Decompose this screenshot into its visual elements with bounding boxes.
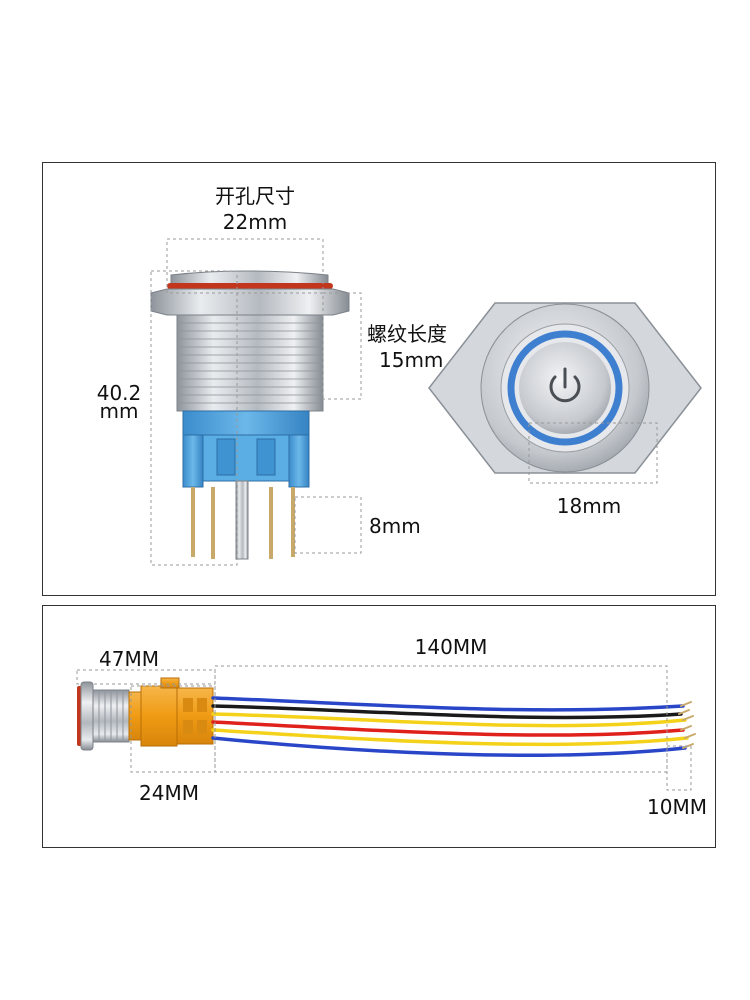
top-panel-drawing: 开孔尺寸 22mm 螺纹长度 15mm 40.2 mm 8mm 18mm <box>97 184 702 566</box>
wire-yellow <box>211 712 687 728</box>
hole-size-value: 22mm <box>223 210 287 234</box>
wire-black <box>211 704 683 720</box>
terminal-pins <box>191 480 295 560</box>
orange-connector <box>128 677 214 747</box>
switch-side-view <box>150 270 350 560</box>
wire-blue-2 <box>211 736 687 757</box>
total-length-unit: mm <box>100 399 139 423</box>
stripped-wire-ends <box>678 701 696 749</box>
strip-length-dim-box <box>666 745 692 791</box>
connector-length-value: 24MM <box>139 781 199 805</box>
wire-red <box>211 720 685 737</box>
switch-front-view <box>428 302 702 474</box>
o-ring <box>167 283 333 289</box>
pin-length-value: 8mm <box>369 514 421 538</box>
hex-nut <box>150 288 350 316</box>
bottom-panel-drawing: 47MM 140MM 24MM 10MM <box>76 635 707 819</box>
connector-length-dim-box <box>130 685 216 773</box>
hole-size-dim-box <box>166 238 324 294</box>
thread-length-value: 15mm <box>379 348 443 372</box>
strip-length-value: 10MM <box>647 795 707 819</box>
cable-length-value: 140MM <box>415 635 488 659</box>
wire-yellow-2 <box>211 728 689 747</box>
top-dimension-panel: 开孔尺寸 22mm 螺纹长度 15mm 40.2 mm 8mm 18mm <box>42 162 716 596</box>
total-length-dim-box <box>150 270 238 566</box>
body-length-dim-box <box>76 669 216 685</box>
thread-length-dim-box <box>322 292 362 400</box>
led-ring <box>507 330 623 446</box>
body-length-value: 47MM <box>99 647 159 671</box>
cable-wires <box>211 696 689 757</box>
switch-with-cable <box>77 677 696 757</box>
total-length-value: 40.2 <box>97 381 142 405</box>
pin-length-dim-box <box>294 496 362 554</box>
terminal-block-top <box>182 410 310 436</box>
bottom-dimension-panel: 47MM 140MM 24MM 10MM <box>42 605 716 848</box>
thread-length-label: 螺纹长度 <box>367 322 447 346</box>
face-diameter-dim-box <box>528 422 658 484</box>
power-icon <box>549 367 581 403</box>
wire-blue <box>211 696 685 712</box>
face-diameter-value: 18mm <box>557 494 621 518</box>
hole-size-label: 开孔尺寸 <box>215 184 295 208</box>
